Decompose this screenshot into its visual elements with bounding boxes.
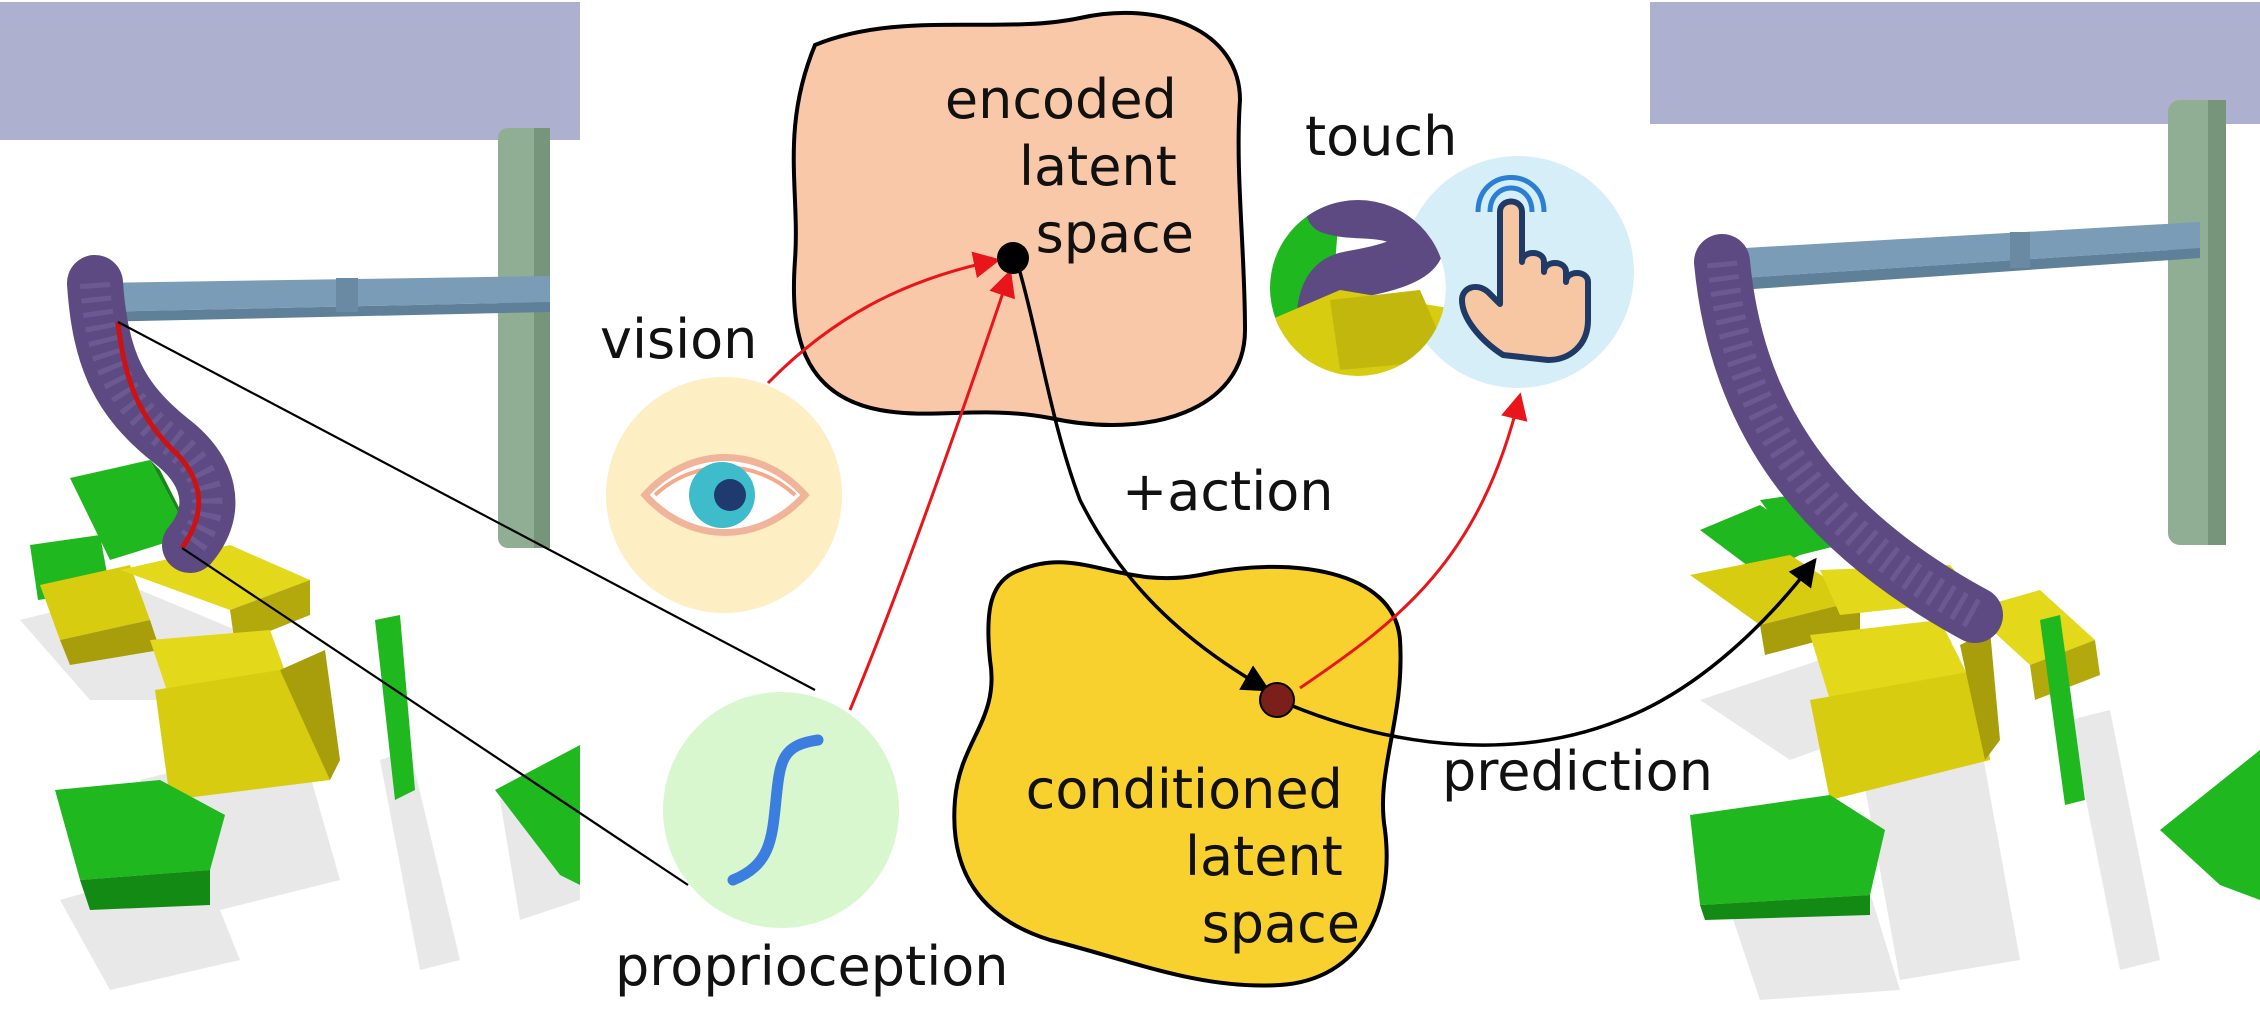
left-blocks [30, 460, 580, 910]
right-crossbar [1710, 222, 2200, 292]
arrow-proprio-to-encoded [848, 269, 1016, 711]
proprioception-label: proprioception [615, 935, 1008, 998]
right-pole [2168, 100, 2226, 545]
arrow-vision-to-encoded [766, 251, 1001, 385]
conditioned-label-line-1: conditioned [1026, 758, 1343, 821]
finger-tap-icon [1459, 175, 1591, 363]
arrow-conditioned-to-touch [1299, 392, 1528, 690]
right-scene [1650, 2, 2260, 1000]
action-label: +action [1122, 460, 1333, 523]
conditioned-latent-point [1259, 682, 1295, 718]
left-crossbar [92, 276, 550, 322]
encoded-latent-space-blob [791, 10, 1248, 427]
arrow-encoded-to-conditioned [1014, 257, 1271, 692]
encoded-latent-point [997, 242, 1029, 274]
conditioned-latent-space-blob [952, 560, 1403, 988]
vision-node [606, 377, 842, 613]
touch-node [1270, 156, 1634, 388]
arm-centerline [115, 321, 202, 550]
vision-label: vision [600, 308, 757, 371]
encoded-label-line-2: latent [1019, 135, 1177, 198]
left-robot-arm [67, 255, 236, 573]
conditioned-label-line-3: space [1202, 892, 1360, 955]
arrow-prediction [1289, 557, 1817, 747]
encoded-label-line-3: space [1036, 202, 1194, 265]
encoded-label-line-1: encoded [945, 68, 1177, 131]
right-scene-sky [1650, 2, 2260, 124]
s-curve-icon [727, 734, 824, 886]
left-scene [0, 2, 580, 990]
left-pole [498, 128, 550, 548]
svg-text:conditioned latent spa: conditioned latent space [1026, 758, 1360, 955]
left-scene-sky [0, 2, 580, 140]
touch-label: touch [1305, 105, 1457, 168]
proprioception-node [663, 692, 899, 928]
conditioned-label-line-2: latent [1185, 825, 1343, 888]
touch-contact-view [1270, 200, 1446, 376]
prediction-label: prediction [1442, 740, 1713, 803]
eye-icon [640, 454, 810, 536]
right-robot-arm [1694, 234, 2003, 643]
svg-text:encoded latent space: encoded latent space [945, 68, 1194, 265]
proprio-callout-lines [117, 321, 816, 886]
